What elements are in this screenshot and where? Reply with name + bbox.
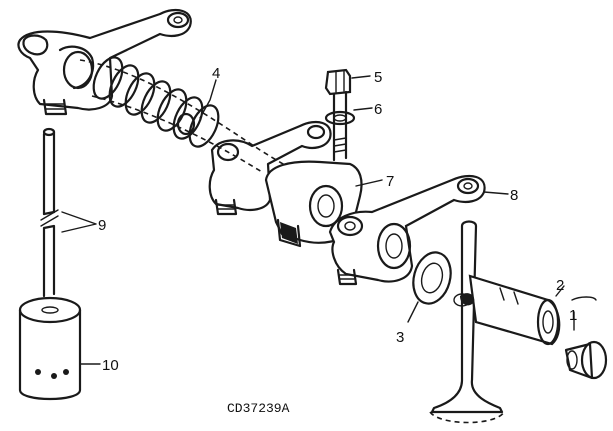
callout-10: 10 — [102, 357, 119, 374]
callout-9: 9 — [98, 217, 106, 234]
callout-2: 2 — [556, 277, 564, 294]
callout-5: 5 — [374, 69, 382, 86]
callout-8: 8 — [510, 187, 518, 204]
bolt-washer — [324, 110, 356, 126]
tappet — [18, 296, 82, 401]
callout-6: 6 — [374, 101, 382, 118]
rocker-shaft-spring — [92, 56, 220, 148]
callout-7: 7 — [386, 173, 394, 190]
callout-4: 4 — [212, 65, 220, 82]
callout-1: 1 — [569, 307, 577, 324]
thrust-washer — [412, 251, 452, 305]
leader-lines — [61, 75, 597, 365]
figure-code: CD37239A — [227, 401, 290, 416]
rocker-shaft-sleeve — [460, 274, 561, 346]
shaft-end-plug — [564, 340, 608, 380]
callout-labels: 1 2 3 4 5 6 7 8 9 10 CD37239A — [98, 65, 577, 416]
rocker-arm-right — [328, 174, 486, 286]
rocker-arm-middle — [208, 120, 332, 216]
callout-3: 3 — [396, 329, 404, 346]
bracket-bolt — [324, 68, 352, 162]
push-rod — [40, 127, 59, 298]
